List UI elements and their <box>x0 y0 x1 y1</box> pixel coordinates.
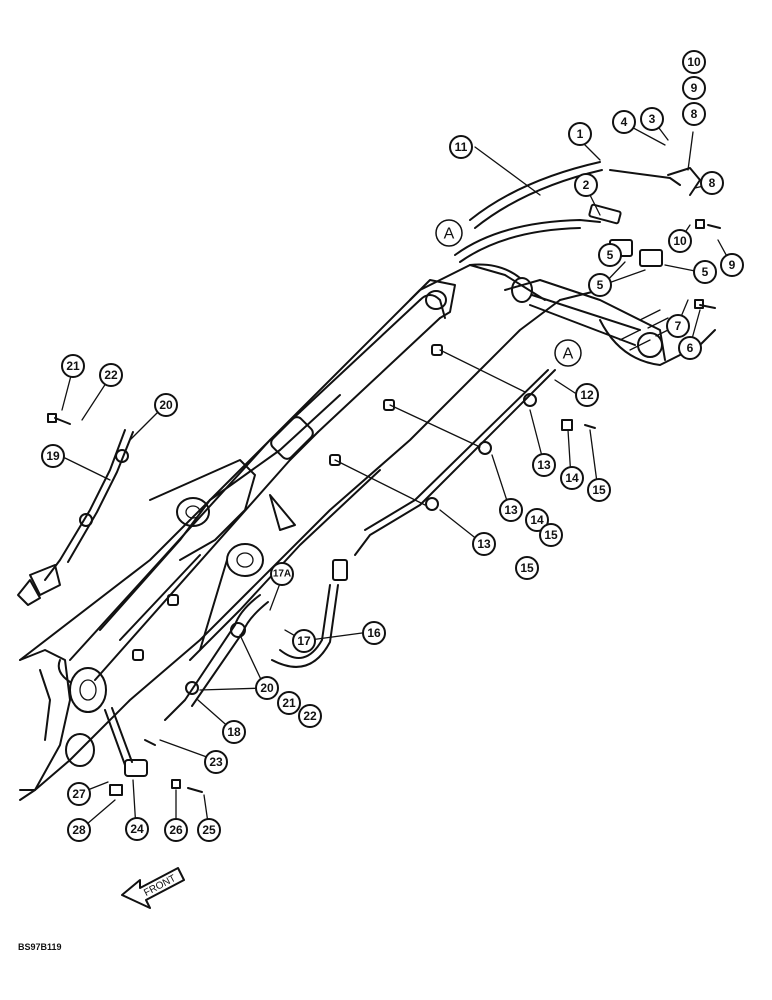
callout: 19 <box>41 444 65 468</box>
svg-text:21: 21 <box>66 359 80 373</box>
callout: 25 <box>197 818 221 842</box>
svg-text:10: 10 <box>673 234 687 248</box>
svg-text:9: 9 <box>691 81 698 95</box>
svg-text:20: 20 <box>260 681 274 695</box>
svg-text:20: 20 <box>159 398 173 412</box>
reference-mark-a: A <box>554 339 582 367</box>
callout: 9 <box>682 76 706 100</box>
svg-text:22: 22 <box>104 368 118 382</box>
callout: 21 <box>277 691 301 715</box>
svg-text:16: 16 <box>367 626 381 640</box>
svg-text:8: 8 <box>709 176 716 190</box>
part-callouts: 1 2 3 4 5 5 5 6 7 8 8 9 9 10 10 11 12 13… <box>41 50 744 842</box>
svg-text:26: 26 <box>169 823 183 837</box>
callout: 13 <box>532 453 556 477</box>
svg-text:5: 5 <box>702 265 709 279</box>
svg-text:15: 15 <box>544 528 558 542</box>
svg-text:27: 27 <box>72 787 86 801</box>
callout: 15 <box>587 478 611 502</box>
svg-text:17: 17 <box>297 634 311 648</box>
svg-text:8: 8 <box>691 107 698 121</box>
svg-text:15: 15 <box>592 483 606 497</box>
boom-structure <box>19 263 716 801</box>
callout: 5 <box>598 243 622 267</box>
reference-mark-label: A <box>563 346 574 363</box>
callout: 1 <box>568 122 592 146</box>
svg-text:25: 25 <box>202 823 216 837</box>
svg-text:18: 18 <box>227 725 241 739</box>
svg-text:19: 19 <box>46 449 60 463</box>
svg-text:5: 5 <box>607 248 614 262</box>
svg-text:24: 24 <box>130 822 144 836</box>
callout: 28 <box>67 818 91 842</box>
svg-text:5: 5 <box>597 278 604 292</box>
callout: 21 <box>61 354 85 378</box>
callout: 23 <box>204 750 228 774</box>
callout: 8 <box>700 171 724 195</box>
callout: 10 <box>668 229 692 253</box>
callout: 24 <box>125 817 149 841</box>
svg-text:14: 14 <box>565 471 579 485</box>
svg-text:7: 7 <box>675 319 682 333</box>
svg-text:13: 13 <box>504 503 518 517</box>
callout: 15 <box>539 523 563 547</box>
svg-text:22: 22 <box>303 709 317 723</box>
svg-text:13: 13 <box>477 537 491 551</box>
svg-text:10: 10 <box>687 55 701 69</box>
front-arrow: FRONT <box>121 867 185 909</box>
callout: 4 <box>612 110 636 134</box>
svg-text:2: 2 <box>583 178 590 192</box>
svg-text:23: 23 <box>209 755 223 769</box>
callout: 17 <box>292 629 316 653</box>
callout: 5 <box>693 260 717 284</box>
callout: 15 <box>515 556 539 580</box>
callout: 14 <box>560 466 584 490</box>
callout: 17A <box>270 562 294 586</box>
callout: 6 <box>678 336 702 360</box>
svg-text:28: 28 <box>72 823 86 837</box>
callout: 10 <box>682 50 706 74</box>
svg-text:17A: 17A <box>273 569 291 580</box>
svg-text:15: 15 <box>520 561 534 575</box>
reference-mark-label: A <box>444 226 455 243</box>
callout: 3 <box>640 107 664 131</box>
callout: 2 <box>574 173 598 197</box>
callout: 7 <box>666 314 690 338</box>
callout: 27 <box>67 782 91 806</box>
reference-mark-a: A <box>435 219 463 247</box>
svg-text:11: 11 <box>455 140 468 154</box>
callout: 12 <box>575 383 599 407</box>
callout: 20 <box>255 676 279 700</box>
svg-text:1: 1 <box>577 127 584 141</box>
hoses-and-tubes <box>17 161 721 796</box>
callout: 26 <box>164 818 188 842</box>
svg-text:6: 6 <box>687 341 694 355</box>
drawing-code: BS97B119 <box>18 942 62 952</box>
svg-text:21: 21 <box>282 696 296 710</box>
callout: 22 <box>298 704 322 728</box>
svg-text:12: 12 <box>580 388 594 402</box>
callout: 11 <box>449 135 473 159</box>
svg-text:9: 9 <box>729 258 736 272</box>
svg-text:13: 13 <box>537 458 551 472</box>
callout: 13 <box>499 498 523 522</box>
callout: 20 <box>154 393 178 417</box>
svg-text:14: 14 <box>530 513 544 527</box>
callout: 14 <box>525 508 549 532</box>
svg-text:3: 3 <box>649 112 656 126</box>
callout: 16 <box>362 621 386 645</box>
leader-lines <box>61 119 731 831</box>
callout: 9 <box>720 253 744 277</box>
callout: 5 <box>588 273 612 297</box>
callout: 22 <box>99 363 123 387</box>
callout: 13 <box>472 532 496 556</box>
callout: 8 <box>682 102 706 126</box>
svg-text:4: 4 <box>621 115 628 129</box>
callout: 18 <box>222 720 246 744</box>
